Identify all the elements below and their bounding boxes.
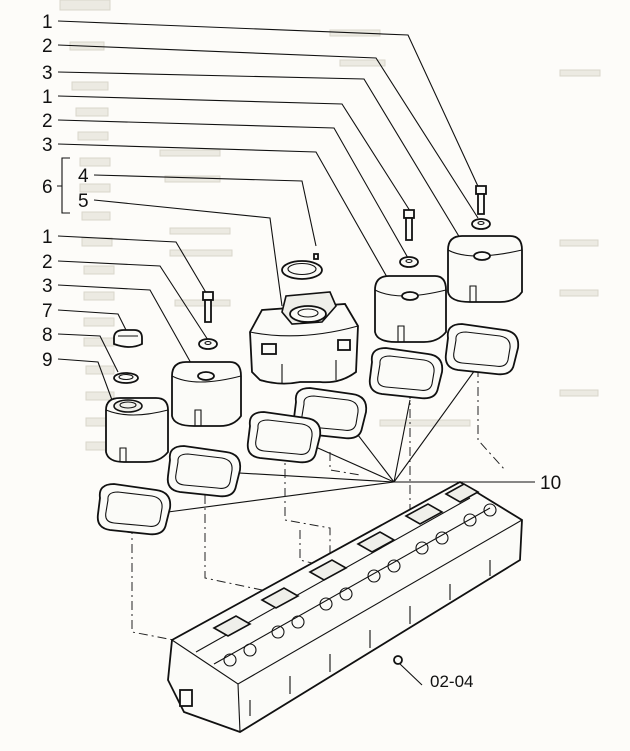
callout-1-top: 1 — [42, 12, 53, 33]
callout-9: 9 — [42, 350, 53, 371]
end-plug — [179, 689, 193, 707]
breather-plug-icon — [313, 253, 319, 260]
gasket-filler — [96, 483, 172, 536]
cylinder-head — [167, 480, 523, 733]
gaskets — [96, 323, 520, 536]
callout-7: 7 — [42, 301, 53, 322]
gasket-mid — [368, 347, 444, 400]
callout-3-middle: 3 — [42, 135, 53, 156]
callout-4: 4 — [78, 166, 89, 187]
bolt-shank-icon — [477, 193, 485, 215]
sensor-port-icon — [393, 655, 403, 665]
filler-cap-icon — [113, 329, 143, 348]
bolt-head-icon — [475, 185, 487, 195]
callout-2-top: 2 — [42, 36, 53, 57]
bolt-head-icon — [202, 291, 214, 301]
callout-10: 10 — [540, 473, 561, 494]
rocker-cover-mid — [374, 275, 447, 343]
callout-5: 5 — [78, 191, 89, 212]
gasket-front — [166, 445, 242, 498]
callout-3-lower: 3 — [42, 276, 53, 297]
callout-3-top: 3 — [42, 63, 53, 84]
bolt-head-icon — [403, 209, 415, 219]
callout-labels: 1 2 3 1 2 3 6 4 5 1 2 3 7 8 9 10 02-04 — [42, 12, 561, 691]
callout-6: 6 — [42, 177, 53, 198]
callout-2-middle: 2 — [42, 111, 53, 132]
rocker-cover-front — [171, 361, 242, 427]
bolt-washer-group-mid — [399, 209, 419, 268]
callout-6-bracket — [57, 157, 70, 214]
cam-towers — [212, 483, 480, 637]
bolt-washer-group-rear — [471, 185, 491, 230]
callout-1-lower: 1 — [42, 227, 53, 248]
callout-8: 8 — [42, 325, 53, 346]
reference-02-04: 02-04 — [430, 672, 473, 691]
callout-1-middle: 1 — [42, 87, 53, 108]
leader-lines — [57, 20, 535, 686]
rocker-cover-center-breather — [249, 291, 359, 385]
gasket-center-left — [246, 411, 322, 464]
gasket-rear — [444, 323, 520, 376]
callout-2-lower: 2 — [42, 252, 53, 273]
oil-filler-cover — [105, 397, 169, 463]
bolt-shank-icon — [405, 217, 413, 241]
rocker-cover-rear — [447, 235, 523, 303]
valve-ports — [223, 503, 497, 667]
bolt-shank-icon — [204, 299, 212, 323]
bolt-washer-group-front — [198, 291, 218, 350]
